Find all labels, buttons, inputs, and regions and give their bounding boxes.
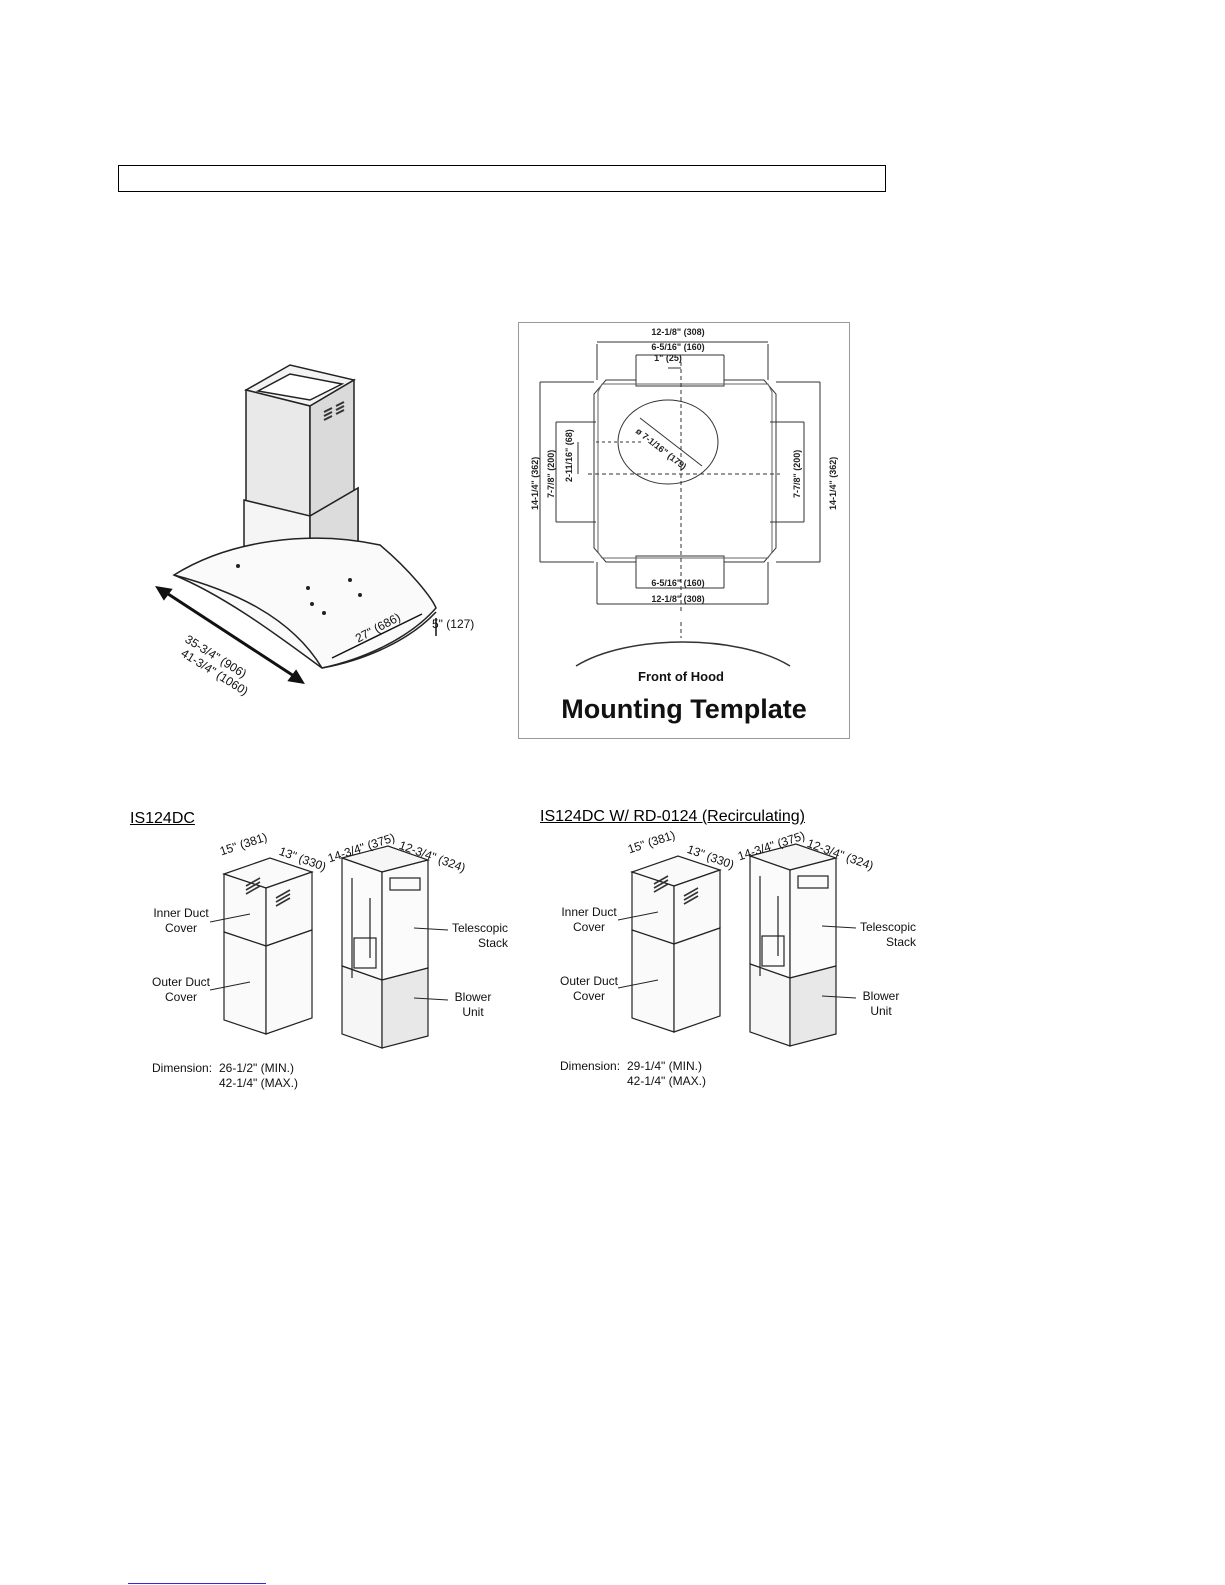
hood-drawing — [155, 364, 437, 685]
template-right-inner-dim: 7-7/8" (200) — [792, 449, 802, 498]
template-top-inner-dim: 6-5/16" (160) — [651, 342, 705, 352]
is124dc-dimension-label: Dimension: — [152, 1061, 213, 1075]
is124dc-dimension-min: 26-1/2" (MIN.) — [219, 1061, 294, 1075]
mounting-template-frame — [518, 322, 850, 739]
is124dc-rd-dimension-max: 42-1/4" (MAX.) — [627, 1074, 706, 1088]
is124dc-rd-components-drawing — [618, 843, 857, 1047]
is124dc-rd-dimension-label: Dimension: — [560, 1059, 621, 1073]
template-bottom-outer-dim: 12-1/8" (308) — [651, 594, 705, 604]
is124dc-components-drawing — [210, 845, 449, 1049]
footer-link-underline[interactable] — [128, 1583, 266, 1584]
mounting-template-drawing — [539, 341, 821, 667]
is124dc-rd-heading: IS124DC W/ RD-0124 (Recirculating) — [540, 808, 805, 825]
template-left-small-dim: 2-11/16" (68) — [564, 429, 574, 482]
front-of-hood-label: Front of Hood — [638, 669, 724, 684]
is124dc-dimension-max: 42-1/4" (MAX.) — [219, 1076, 298, 1090]
template-top-outer-dim: 12-1/8" (308) — [651, 327, 705, 337]
chimney-upper — [244, 364, 356, 524]
glass-canopy — [172, 537, 437, 669]
hood-thickness-label: 5" (127) — [432, 617, 475, 631]
template-bottom-inner-dim: 6-5/16" (160) — [651, 578, 705, 588]
is124dc-heading: IS124DC — [130, 810, 195, 827]
template-right-outer-dim: 14-1/4" (362) — [828, 456, 838, 510]
is124dc-rd-dimension-min: 29-1/4" (MIN.) — [627, 1059, 702, 1073]
template-left-outer-dim: 14-1/4" (362) — [530, 456, 540, 510]
template-top-center-dim: 1" (25) — [654, 353, 682, 363]
template-left-inner-dim: 7-7/8" (200) — [546, 449, 556, 498]
mounting-template-title: Mounting Template — [561, 694, 807, 724]
title-box — [118, 165, 886, 192]
